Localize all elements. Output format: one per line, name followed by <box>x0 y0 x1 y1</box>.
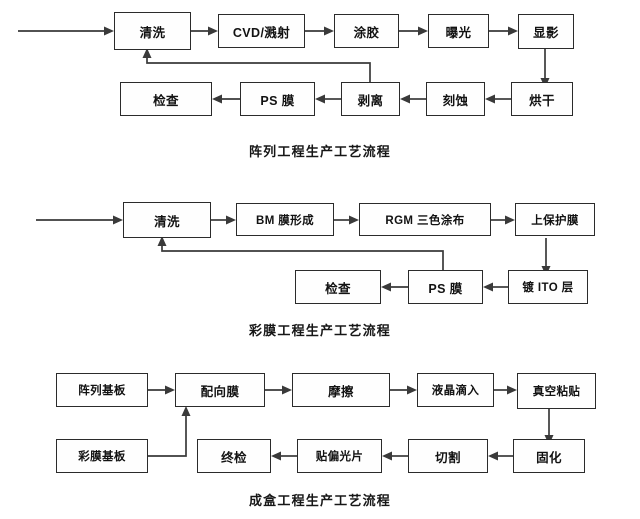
node-c-bm[interactable]: BM 膜形成 <box>236 203 334 236</box>
node-label: 固化 <box>536 450 562 465</box>
diagram-color-filter-process: 清洗 BM 膜形成 RGM 三色涂布 上保护膜 镀 ITO 层 PS 膜 检查 … <box>0 175 640 350</box>
diagram-array-process: 清洗 CVD/溅射 涂胶 曝光 显影 烘干 刻蚀 剥离 PS 膜 检查 阵列工程… <box>0 0 640 170</box>
diagram-cell-assembly-process: 阵列基板 配向膜 摩擦 液晶滴入 真空粘贴 固化 切割 贴偏光片 终检 彩膜基板… <box>0 352 640 519</box>
node-a-boli[interactable]: 剥离 <box>341 82 400 116</box>
node-label: 刻蚀 <box>442 93 469 108</box>
node-c-rgm[interactable]: RGM 三色涂布 <box>359 203 491 236</box>
node-label: 清洗 <box>154 214 180 229</box>
node-label: 终检 <box>221 450 247 465</box>
diagram-caption-array: 阵列工程生产工艺流程 <box>248 144 391 159</box>
node-label: 烘干 <box>529 93 555 108</box>
node-e-yejing[interactable]: 液晶滴入 <box>417 373 494 407</box>
node-label: 显影 <box>533 26 559 40</box>
node-label: PS 膜 <box>428 281 463 296</box>
node-label: 清洗 <box>139 25 166 40</box>
node-label: RGM 三色涂布 <box>385 214 465 227</box>
diagram-caption-color-filter: 彩膜工程生产工艺流程 <box>248 323 391 338</box>
node-e-peixiang[interactable]: 配向膜 <box>175 373 265 407</box>
node-a-keshi[interactable]: 刻蚀 <box>426 82 485 116</box>
node-e-moca[interactable]: 摩擦 <box>292 373 390 407</box>
node-a-baoguang[interactable]: 曝光 <box>428 14 489 48</box>
node-label: 切割 <box>435 450 461 465</box>
node-label: 贴偏光片 <box>315 451 364 463</box>
node-label: 检查 <box>153 93 179 108</box>
diagram-caption-cell-assembly: 成盒工程生产工艺流程 <box>248 493 391 508</box>
node-e-zhenlie[interactable]: 阵列基板 <box>56 373 148 407</box>
node-c-psmo[interactable]: PS 膜 <box>408 270 483 304</box>
node-c-qingxi[interactable]: 清洗 <box>123 202 211 238</box>
node-label: PS 膜 <box>260 93 295 108</box>
node-e-tiepian[interactable]: 贴偏光片 <box>297 439 382 473</box>
node-a-honggan[interactable]: 烘干 <box>511 82 573 116</box>
node-label: 真空粘贴 <box>532 386 581 398</box>
node-label: 剥离 <box>357 93 384 108</box>
node-label: 镀 ITO 层 <box>522 282 574 294</box>
node-e-caimo[interactable]: 彩膜基板 <box>56 439 148 473</box>
node-c-baohumo[interactable]: 上保护膜 <box>515 203 595 236</box>
node-label: 上保护膜 <box>531 214 579 227</box>
node-label: 配向膜 <box>200 384 240 399</box>
node-a-tujiao[interactable]: 涂胶 <box>334 14 399 48</box>
node-e-zhongjian[interactable]: 终检 <box>197 439 271 473</box>
node-a-qingxi[interactable]: 清洗 <box>114 12 191 50</box>
node-label: 检查 <box>325 281 351 296</box>
node-e-guhua[interactable]: 固化 <box>513 439 585 473</box>
node-label: 摩擦 <box>328 384 354 399</box>
node-label: 曝光 <box>445 25 472 40</box>
node-a-jiancha[interactable]: 检查 <box>120 82 212 116</box>
node-label: 彩膜基板 <box>78 451 126 463</box>
node-label: 阵列基板 <box>78 385 126 397</box>
node-label: BM 膜形成 <box>256 214 314 227</box>
node-e-qiege[interactable]: 切割 <box>408 439 488 473</box>
node-a-cvd[interactable]: CVD/溅射 <box>218 14 305 48</box>
node-label: CVD/溅射 <box>232 25 291 40</box>
node-e-zhenkong[interactable]: 真空粘贴 <box>517 373 596 409</box>
node-label: 液晶滴入 <box>431 385 480 397</box>
node-a-psmo[interactable]: PS 膜 <box>240 82 315 116</box>
node-a-xianying[interactable]: 显影 <box>518 14 574 49</box>
node-c-ito[interactable]: 镀 ITO 层 <box>508 270 588 304</box>
node-label: 涂胶 <box>353 25 380 40</box>
node-c-jiancha[interactable]: 检查 <box>295 270 381 304</box>
